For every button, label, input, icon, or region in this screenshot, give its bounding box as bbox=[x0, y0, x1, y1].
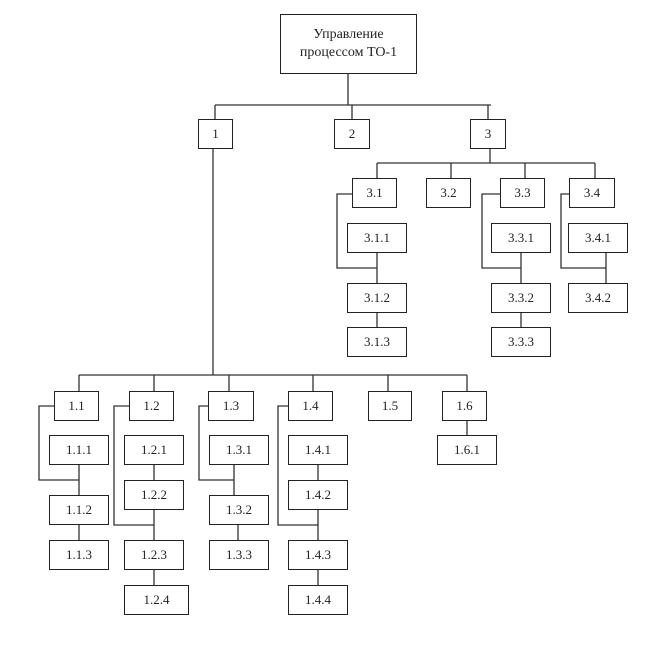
node-3-1-3: 3.1.3 bbox=[347, 327, 407, 357]
root-label-line1: Управление bbox=[313, 27, 384, 42]
root-node: Управление процессом ТО-1 bbox=[280, 14, 417, 74]
node-1-6: 1.6 bbox=[442, 391, 487, 421]
node-1-3-2: 1.3.2 bbox=[209, 495, 269, 525]
node-3-3-3: 3.3.3 bbox=[491, 327, 551, 357]
node-1-1-3: 1.1.3 bbox=[49, 540, 109, 570]
node-1-4: 1.4 bbox=[288, 391, 333, 421]
node-1-1: 1.1 bbox=[54, 391, 99, 421]
node-3-4: 3.4 bbox=[569, 178, 615, 208]
node-1-4-1: 1.4.1 bbox=[288, 435, 348, 465]
node-1-3-1: 1.3.1 bbox=[209, 435, 269, 465]
node-1-2-1: 1.2.1 bbox=[124, 435, 184, 465]
node-3-1-2: 3.1.2 bbox=[347, 283, 407, 313]
node-1-2: 1.2 bbox=[129, 391, 174, 421]
node-2: 2 bbox=[334, 119, 370, 149]
root-label-line2: процессом ТО-1 bbox=[299, 45, 398, 60]
node-3-4-2: 3.4.2 bbox=[568, 283, 628, 313]
node-1-1-1: 1.1.1 bbox=[49, 435, 109, 465]
node-3-3: 3.3 bbox=[500, 178, 545, 208]
node-1-2-2: 1.2.2 bbox=[124, 480, 184, 510]
node-1: 1 bbox=[198, 119, 233, 149]
node-3-3-2: 3.3.2 bbox=[491, 283, 551, 313]
node-3-1-1: 3.1.1 bbox=[347, 223, 407, 253]
node-1-6-1: 1.6.1 bbox=[437, 435, 497, 465]
node-3-2: 3.2 bbox=[426, 178, 471, 208]
node-1-4-4: 1.4.4 bbox=[288, 585, 348, 615]
node-1-4-2: 1.4.2 bbox=[288, 480, 348, 510]
node-1-2-3: 1.2.3 bbox=[124, 540, 184, 570]
node-3: 3 bbox=[470, 119, 506, 149]
node-1-3: 1.3 bbox=[208, 391, 254, 421]
node-3-4-1: 3.4.1 bbox=[568, 223, 628, 253]
node-1-2-4: 1.2.4 bbox=[124, 585, 189, 615]
node-3-3-1: 3.3.1 bbox=[491, 223, 551, 253]
node-1-5: 1.5 bbox=[368, 391, 412, 421]
node-1-1-2: 1.1.2 bbox=[49, 495, 109, 525]
node-1-4-3: 1.4.3 bbox=[288, 540, 348, 570]
node-1-3-3: 1.3.3 bbox=[209, 540, 269, 570]
node-3-1: 3.1 bbox=[352, 178, 397, 208]
